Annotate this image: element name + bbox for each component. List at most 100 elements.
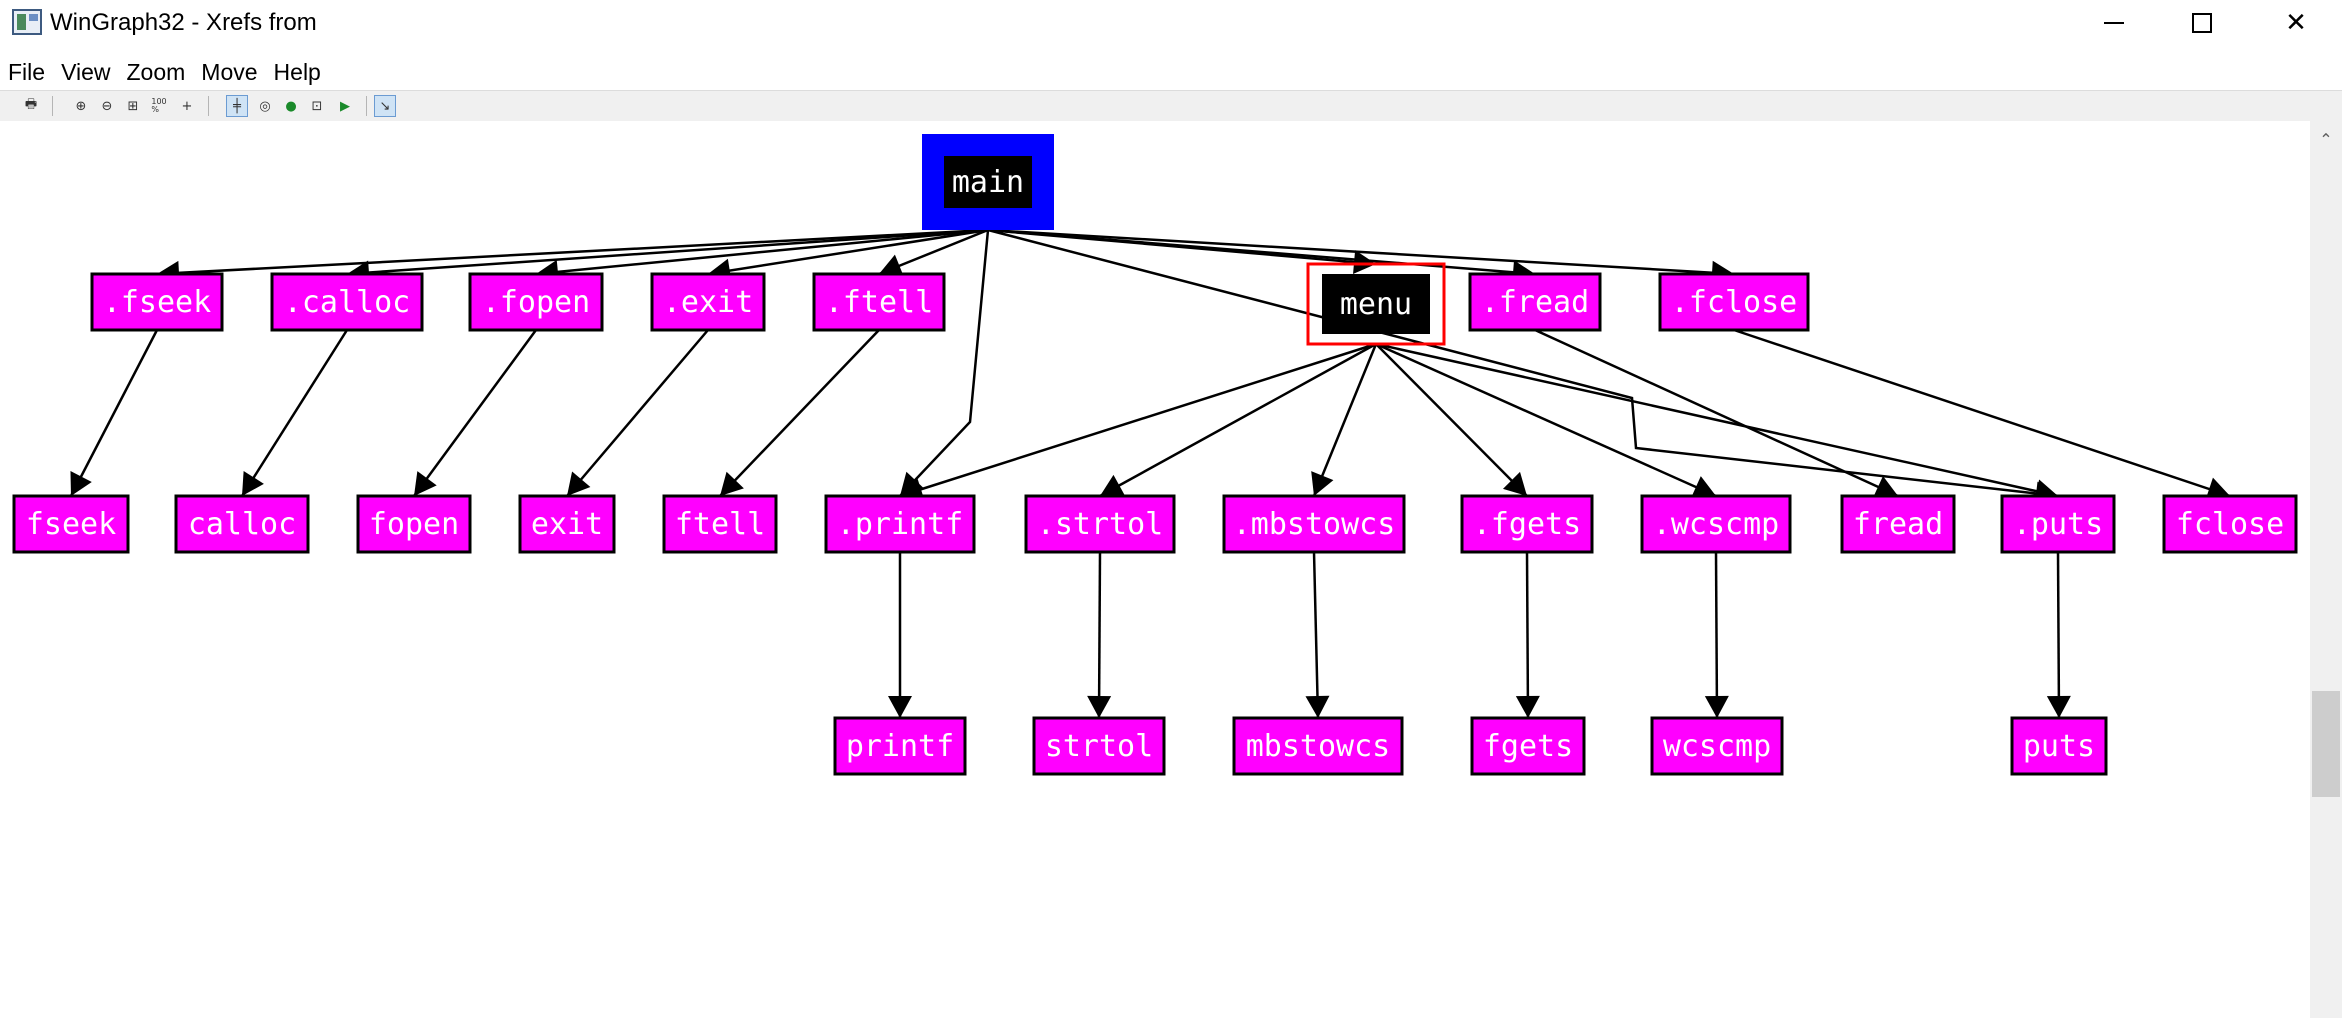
node-label: fopen	[369, 507, 459, 542]
green-circle-icon[interactable]: ●	[285, 98, 297, 114]
menu-file[interactable]: File	[8, 59, 46, 85]
graph-edges	[69, 228, 2231, 719]
graph-node-printf[interactable]: printf	[833, 716, 967, 776]
edge-dfopen-fopen	[412, 329, 538, 497]
graph-node-menu[interactable]: menu	[1306, 262, 1446, 346]
app-icon	[12, 9, 42, 35]
node-label: ftell	[675, 507, 765, 542]
graph-node-dfseek[interactable]: .fseek	[90, 272, 224, 332]
node-label: .calloc	[284, 285, 410, 320]
edge-menu-dmbstowcs	[1311, 343, 1378, 497]
graph-node-fopen[interactable]: fopen	[356, 494, 472, 554]
graph-node-fclose[interactable]: fclose	[2162, 494, 2298, 554]
arrowhead-icon	[720, 471, 744, 496]
print-icon[interactable]: 🖶	[24, 97, 38, 112]
graph-node-dmbstowcs[interactable]: .mbstowcs	[1222, 494, 1406, 554]
edge-menu-dfgets	[1375, 343, 1528, 497]
graph-node-dfread[interactable]: .fread	[1468, 272, 1602, 332]
menu-move[interactable]: Move	[201, 59, 258, 85]
graph-node-dprintf[interactable]: .printf	[824, 494, 976, 554]
graph-node-dexit[interactable]: .exit	[650, 272, 766, 332]
graph-node-dfopen[interactable]: .fopen	[468, 272, 604, 332]
arrowhead-icon	[1704, 695, 1729, 718]
zoom-in-icon[interactable]: ⊕	[75, 98, 87, 114]
graph-node-fread[interactable]: fread	[1840, 494, 1956, 554]
arrowhead-icon	[1100, 474, 1126, 496]
scroll-thumb[interactable]	[2312, 691, 2340, 797]
toolbar: 🖶 ⊕ ⊖ ⊞ 100 % + ╪ ◎ ● ⊡ ▶ ↘	[0, 90, 2342, 122]
graph-node-calloc[interactable]: calloc	[174, 494, 310, 554]
graph-node-strtol[interactable]: strtol	[1032, 716, 1166, 776]
node-label: .fseek	[103, 285, 211, 320]
graph-node-main[interactable]: main	[922, 134, 1054, 230]
arrowhead-icon	[1502, 471, 1527, 496]
arrowhead-icon	[1087, 695, 1112, 718]
node-label: calloc	[188, 507, 296, 542]
edge-menu-dprintf	[899, 342, 1377, 501]
graph-node-ftell[interactable]: ftell	[662, 494, 778, 554]
graph-node-dputs[interactable]: .puts	[2000, 494, 2116, 554]
graph-nodes: main .fseek .calloc .fopen .exit .ftell menu .f…	[12, 134, 2298, 776]
edge-dprintf-printf	[888, 552, 912, 718]
edge-dftell-ftell	[719, 329, 880, 497]
node-label: .fread	[1481, 285, 1589, 320]
arrowhead-icon	[888, 696, 912, 718]
edge-dfgets-fgets	[1515, 551, 1540, 719]
node-label: fgets	[1483, 729, 1573, 764]
forward-icon[interactable]: ▶	[340, 98, 350, 114]
graph-node-exit[interactable]: exit	[518, 494, 616, 554]
layout-icon[interactable]: ╪	[226, 95, 248, 117]
scroll-up-icon[interactable]: ⌃	[2319, 129, 2333, 149]
arrowhead-icon	[414, 471, 437, 496]
graph-node-dcalloc[interactable]: .calloc	[270, 272, 424, 332]
node-label: menu	[1340, 287, 1412, 322]
node-label: .puts	[2013, 507, 2103, 542]
menu-bar: File View Zoom Move Help	[0, 54, 2342, 90]
node-label: mbstowcs	[1246, 729, 1391, 764]
close-icon: ✕	[2285, 8, 2307, 38]
graph-node-fseek[interactable]: fseek	[12, 494, 130, 554]
graph-node-dfgets[interactable]: .fgets	[1460, 494, 1594, 554]
edge-dfclose-fclose	[1733, 328, 2231, 501]
menu-zoom[interactable]: Zoom	[126, 59, 186, 85]
minimize-button[interactable]	[2068, 0, 2160, 46]
edge-menu-dputs	[1375, 342, 2059, 503]
graph-canvas[interactable]: main .fseek .calloc .fopen .exit .ftell menu .f…	[0, 121, 2310, 1018]
node-label: .mbstowcs	[1233, 507, 1396, 542]
title-bar: WinGraph32 - Xrefs from ✕	[0, 0, 2342, 46]
node-label: .fgets	[1473, 507, 1581, 542]
circle-icon[interactable]: ◎	[259, 98, 271, 114]
zoom-100-icon[interactable]: 100 %	[151, 97, 167, 114]
edge-main-dprintf	[899, 229, 990, 497]
node-label: fread	[1853, 507, 1943, 542]
node-label: .fclose	[1671, 285, 1797, 320]
graph-node-dstrtol[interactable]: .strtol	[1024, 494, 1176, 554]
arrowhead-icon	[1691, 476, 1716, 498]
graph-node-fgets[interactable]: fgets	[1470, 716, 1586, 776]
edge-dputs-puts	[2046, 551, 2071, 719]
node-label: .fopen	[482, 285, 590, 320]
arrowhead-icon	[567, 471, 591, 496]
graph-node-dwcscmp[interactable]: .wcscmp	[1640, 494, 1792, 554]
menu-help[interactable]: Help	[273, 59, 321, 85]
graph-node-wcscmp[interactable]: wcscmp	[1650, 716, 1784, 776]
graph-node-puts[interactable]: puts	[2010, 716, 2108, 776]
node-label: printf	[846, 729, 954, 764]
vertical-scrollbar[interactable]: ⌃	[2310, 121, 2342, 1018]
edge-dstrtol-strtol	[1087, 551, 1112, 719]
node-label: exit	[531, 507, 603, 542]
menu-view[interactable]: View	[61, 59, 111, 85]
pointer-icon[interactable]: ↘	[374, 95, 396, 117]
zoom-custom-icon[interactable]: +	[181, 98, 193, 114]
graph-node-dftell[interactable]: .ftell	[812, 272, 946, 332]
edge-main-dftell	[878, 228, 989, 277]
graph-node-dfclose[interactable]: .fclose	[1658, 272, 1810, 332]
maximize-button[interactable]	[2156, 0, 2248, 46]
maximize-icon	[2192, 13, 2212, 33]
close-button[interactable]: ✕	[2250, 0, 2342, 46]
edge-menu-dwcscmp	[1375, 342, 1717, 498]
fit-window-icon[interactable]: ⊞	[127, 98, 139, 114]
navigate-icon[interactable]: ⊡	[311, 98, 323, 114]
zoom-out-icon[interactable]: ⊖	[101, 98, 113, 114]
graph-node-mbstowcs[interactable]: mbstowcs	[1232, 716, 1404, 776]
